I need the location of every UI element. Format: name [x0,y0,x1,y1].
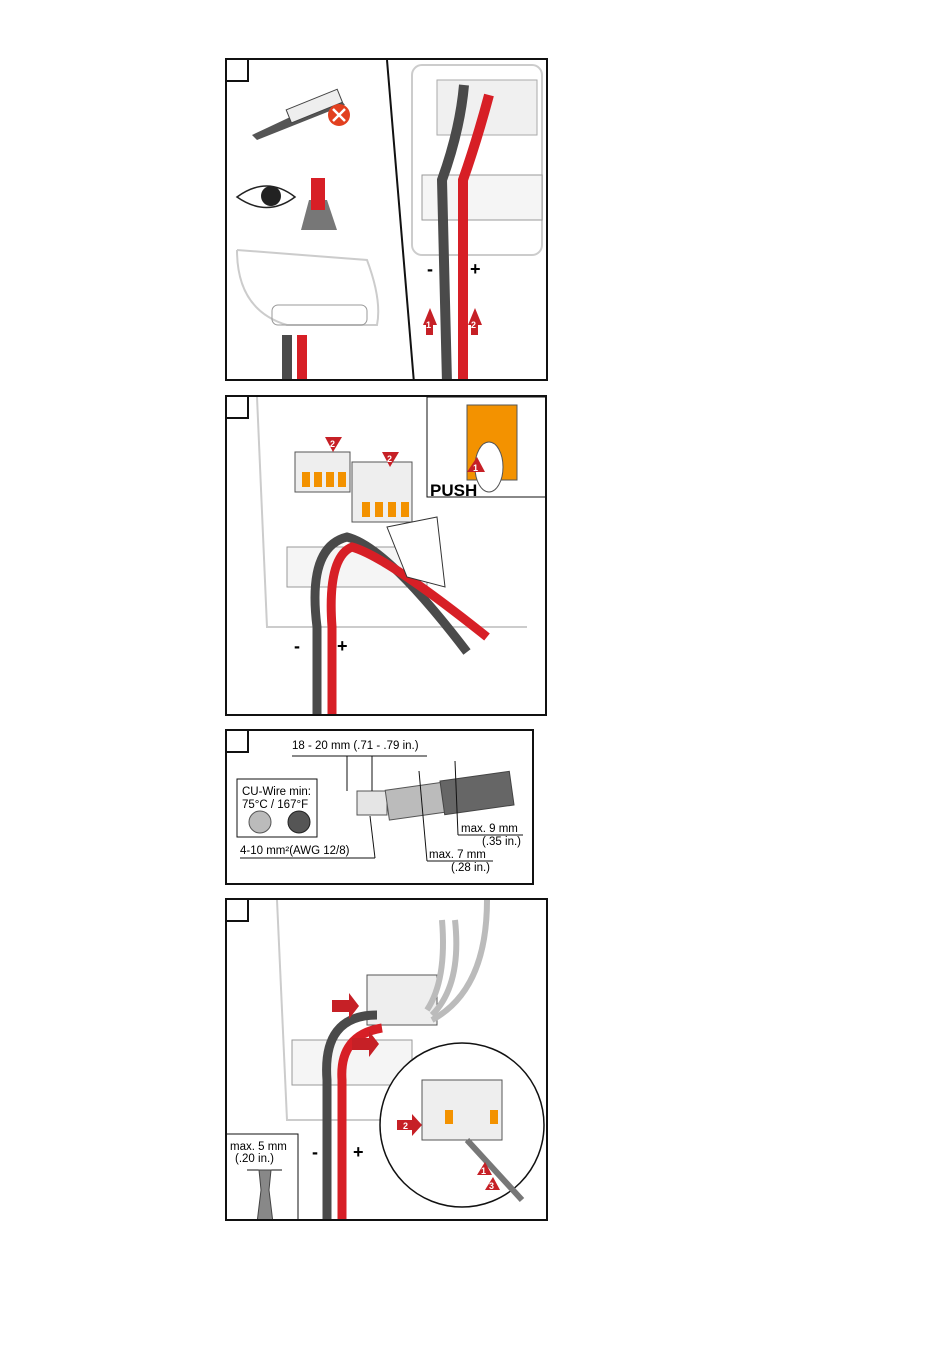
arrow-up-icon [423,308,437,335]
svg-text:1: 1 [481,1166,486,1176]
solid-wire-icon [248,810,272,834]
terminal-block-left [294,451,351,493]
svg-text:(.28 in.): (.28 in.) [451,862,490,874]
hand-icon [386,516,446,588]
cu-wire-box: CU-Wire min: 75°C / 167°F [236,778,318,838]
svg-text:2: 2 [471,320,476,330]
minus-label: - [312,1142,318,1162]
arrow-down-icon [382,452,399,467]
svg-text:75°C / 167°F: 75°C / 167°F [242,799,308,811]
svg-text:(.20 in.): (.20 in.) [235,1153,274,1165]
step-1-illustration: - + 1 2 [235,60,543,379]
screwdriver-icon [256,1169,274,1219]
arrow-up-icon [468,308,482,335]
screwdriver-max-label: max. 5 mm [230,1141,287,1153]
max-7mm-label: max. 7 mm [429,849,486,861]
plus-label: + [353,1142,364,1162]
step-4-illustration: 2 1 3 - + max. 5 mm (.20 in.) [227,900,545,1219]
strip-length-label: 18 - 20 mm (.71 - .79 in.) [292,740,419,752]
step-number-box [227,397,249,419]
svg-text:2: 2 [330,439,335,449]
svg-text:(.35 in.): (.35 in.) [482,836,521,848]
step-3-illustration: 18 - 20 mm (.71 - .79 in.) CU-Wire min: … [236,740,523,874]
step-2-illustration: 2 2 1 PUSH - + [256,397,545,714]
step-4-panel: 2 1 3 - + max. 5 mm (.20 in.) [225,898,548,1221]
svg-text:CU-Wire min:: CU-Wire min: [242,786,311,798]
zoom-detail-circle: 2 1 3 [379,1042,545,1208]
eye-icon [235,185,297,209]
push-inset: 1 PUSH [426,397,545,500]
max-9mm-label: max. 9 mm [461,823,518,835]
stranded-wire-icon [287,810,311,834]
prohibited-icon [328,104,350,126]
arrow-right-icon [397,1114,422,1136]
svg-text:1: 1 [473,463,478,473]
terminal-block [366,974,438,1026]
arrow-up-icon [467,457,485,472]
arrow-icon [477,1162,492,1175]
step-2-panel: 2 2 1 PUSH - + [225,395,547,716]
minus-label: - [294,636,300,656]
cross-section-label: 4-10 mm²(AWG 12/8) [240,845,350,857]
minus-label: - [427,259,433,279]
cable-drawing [356,770,515,821]
arrow-icon [485,1177,500,1190]
terminal-block-right [351,461,413,523]
cable-insulation-icon [301,178,337,230]
plus-label: + [470,259,481,279]
plus-label: + [337,636,348,656]
cutter-knife-icon [252,88,345,140]
step-number-box [227,900,249,922]
step-number-box [227,60,249,82]
step-3-panel: 18 - 20 mm (.71 - .79 in.) CU-Wire min: … [225,729,534,885]
arrow-right-icon [352,1031,379,1057]
svg-text:3: 3 [489,1181,494,1191]
svg-text:2: 2 [403,1121,408,1131]
step-1-panel: - + 1 2 [225,58,548,381]
push-label: PUSH [430,481,477,500]
arrow-right-icon [332,993,359,1019]
screwdriver-inset: max. 5 mm (.20 in.) [227,1133,299,1219]
step-number-box [227,731,249,753]
svg-text:2: 2 [387,454,392,464]
svg-text:1: 1 [426,320,431,330]
arrow-down-icon [325,437,342,452]
